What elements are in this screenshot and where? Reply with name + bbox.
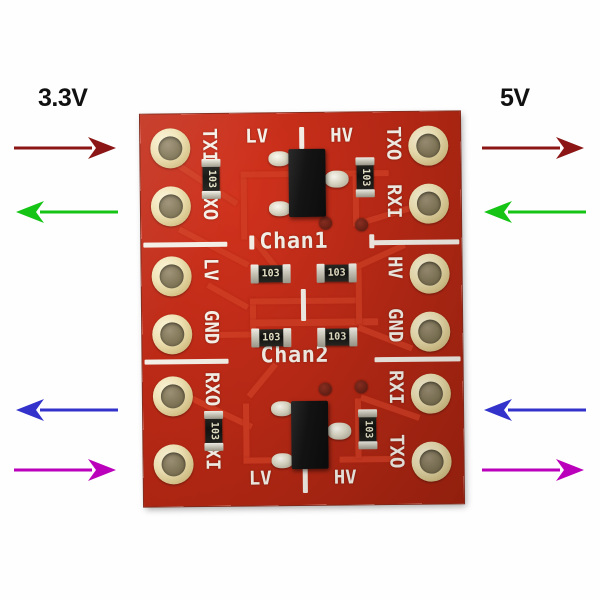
mosfet-chan1 bbox=[288, 148, 327, 218]
solder-joint bbox=[268, 201, 292, 217]
resistor-code: 103 bbox=[262, 332, 281, 344]
silk-divider bbox=[249, 235, 255, 250]
third-right-arrow bbox=[482, 398, 586, 422]
via bbox=[355, 218, 369, 232]
resistor-top-right: 103 bbox=[355, 157, 375, 198]
silk-label-rxi-top: RXI bbox=[382, 183, 406, 219]
high-voltage-label: 5V bbox=[500, 84, 530, 112]
trace bbox=[242, 403, 250, 464]
solder-joint bbox=[324, 170, 349, 188]
silk-divider bbox=[373, 239, 460, 246]
silk-label-txo-bottom: TXO bbox=[385, 433, 408, 469]
pad-txi-lv bbox=[150, 128, 191, 169]
silk-label-rxo-bottom: RXO bbox=[200, 371, 224, 407]
resistor-mid-upper-right: 103 bbox=[316, 263, 357, 283]
pad-txo2-hv bbox=[411, 441, 452, 482]
top-right-arrow bbox=[482, 136, 586, 160]
pad-hv bbox=[409, 253, 450, 294]
bottom-right-arrow bbox=[482, 458, 586, 482]
silk-divider bbox=[300, 288, 307, 322]
logic-level-converter-board: TXI RXO LV HV TXO RXI LV GND HV GND RXO … bbox=[139, 111, 465, 507]
resistor-mid-lower-left: 103 bbox=[251, 328, 292, 348]
silk-divider bbox=[302, 464, 308, 494]
pad-rxi2-hv bbox=[410, 373, 452, 414]
pad-rxo-lv bbox=[150, 186, 192, 227]
silk-label-hv-top: HV bbox=[330, 124, 354, 147]
trace bbox=[206, 282, 250, 311]
silk-divider bbox=[374, 356, 461, 363]
pad-gnd-hv bbox=[410, 311, 451, 352]
pad-gnd-lv bbox=[152, 314, 193, 355]
pad-rxi-hv bbox=[408, 183, 450, 224]
resistor-code: 103 bbox=[327, 267, 346, 279]
solder-joint bbox=[327, 422, 352, 440]
bottom-left-arrow bbox=[14, 458, 118, 482]
pad-txo-hv bbox=[408, 125, 449, 166]
via bbox=[318, 382, 332, 396]
silk-label-lv-mid: LV bbox=[199, 257, 222, 281]
silk-divider bbox=[299, 126, 305, 150]
via bbox=[354, 380, 368, 394]
third-left-arrow bbox=[14, 398, 118, 422]
low-voltage-label: 3.3V bbox=[38, 84, 88, 112]
resistor-bottom-left: 103 bbox=[204, 410, 224, 452]
pad-rxo2-lv bbox=[152, 376, 194, 417]
second-right-arrow bbox=[482, 200, 586, 224]
solder-joint bbox=[268, 151, 291, 167]
silk-label-txo-top: TXO bbox=[382, 125, 405, 161]
silk-label-rxi-bottom: RXI bbox=[384, 369, 408, 405]
solder-joint bbox=[271, 453, 294, 469]
silk-label-hv-mid: HV bbox=[383, 255, 406, 280]
pad-txi2-lv bbox=[153, 444, 194, 485]
pad-lv bbox=[151, 256, 192, 297]
resistor-mid-upper-left: 103 bbox=[250, 264, 291, 284]
resistor-code: 103 bbox=[359, 168, 371, 187]
silk-divider bbox=[143, 241, 228, 248]
silk-label-gnd-mid-right: GND bbox=[383, 307, 407, 343]
silk-label-gnd-mid-left: GND bbox=[200, 309, 223, 345]
silk-label-hv-bottom: HV bbox=[333, 466, 357, 489]
resistor-code: 103 bbox=[205, 169, 217, 189]
resistor-bottom-right: 103 bbox=[358, 409, 378, 450]
silk-label-txi-top: TXI bbox=[198, 127, 221, 163]
silk-divider bbox=[144, 358, 229, 365]
solder-joint bbox=[270, 401, 294, 417]
resistor-code: 103 bbox=[261, 268, 280, 280]
silk-label-chan1: Chan1 bbox=[259, 228, 329, 255]
resistor-top-left: 103 bbox=[201, 158, 221, 200]
resistor-code: 103 bbox=[362, 420, 374, 439]
second-left-arrow bbox=[14, 200, 118, 224]
mosfet-chan2 bbox=[290, 400, 329, 470]
resistor-code: 103 bbox=[208, 421, 220, 441]
resistor-mid-lower-right: 103 bbox=[317, 327, 358, 347]
resistor-code: 103 bbox=[328, 331, 347, 343]
top-left-arrow bbox=[14, 136, 118, 160]
silk-label-lv-bottom: LV bbox=[248, 467, 272, 490]
trace bbox=[240, 175, 248, 240]
silk-label-lv-top: LV bbox=[245, 125, 269, 148]
silk-label-chan2: Chan2 bbox=[260, 342, 330, 369]
